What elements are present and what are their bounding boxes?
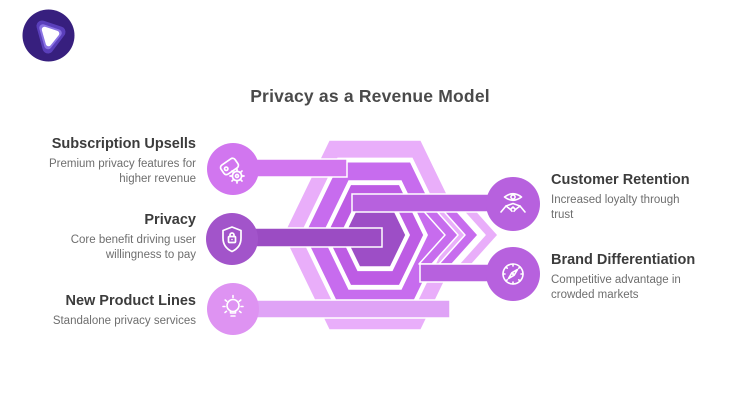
- brand-logo-icon: [22, 9, 75, 62]
- brand-logo: [22, 9, 75, 62]
- shield-lock-icon: [222, 226, 242, 253]
- item-title: New Product Lines: [65, 293, 196, 309]
- item-new-product-lines: New Product Lines Standalone privacy ser…: [0, 293, 196, 329]
- compass-icon: [502, 263, 524, 285]
- connector-bars: [231, 158, 515, 319]
- newproduct-icon-circle: [207, 283, 259, 335]
- item-privacy: Privacy Core benefit driving user willin…: [0, 212, 196, 262]
- item-subscription-upsells: Subscription Upsells Premium privacy fea…: [0, 136, 196, 186]
- eye-handshake-icon: [500, 192, 526, 213]
- item-customer-retention: Customer Retention Increased loyalty thr…: [551, 172, 740, 222]
- item-description: Core benefit driving user willingness to…: [70, 234, 196, 261]
- item-title: Customer Retention: [551, 172, 690, 188]
- item-description: Increased loyalty through trust: [551, 194, 680, 221]
- item-description: Premium privacy features for higher reve…: [49, 158, 196, 185]
- item-title: Brand Differentiation: [551, 252, 696, 268]
- item-description: Competitive advantage in crowded markets: [551, 274, 681, 301]
- connector-new-product-lines: [232, 299, 451, 319]
- subscription-icon-circle: [207, 143, 259, 195]
- tag-gear-icon: [219, 157, 245, 184]
- item-title: Privacy: [144, 212, 196, 228]
- item-brand-differentiation: Brand Differentiation Competitive advant…: [551, 252, 740, 302]
- lightbulb-icon: [222, 294, 244, 317]
- logo-center-shape: [41, 26, 60, 47]
- item-description: Standalone privacy services: [52, 315, 196, 327]
- item-title: Subscription Upsells: [51, 136, 196, 152]
- page-title: Privacy as a Revenue Model: [250, 86, 490, 106]
- chevron-arrows: [418, 205, 499, 265]
